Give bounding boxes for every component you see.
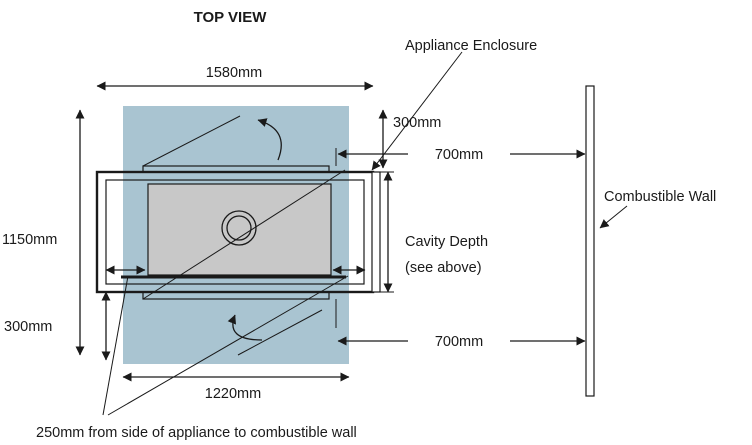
top-door-swing-line [142,115,241,167]
bottom-door-swing-line [237,309,323,356]
enclosure-right-wall [371,171,381,293]
enclosure-inner-line [105,179,365,285]
side-note-leader-left [102,275,129,416]
enclosure-leader-line [371,51,463,171]
wall-leader-line [599,205,628,229]
flue-outer-icon [221,210,257,246]
combustible-wall [585,85,595,397]
height-left-label: 1150mm [2,232,57,248]
cavity-depth-label: Cavity Depth [405,234,488,250]
wall-dist-top-label: 700mm [435,147,483,163]
top-door-swing-arrow [257,118,282,161]
enclosure-label: Appliance Enclosure [405,38,537,54]
side-note-leader-right [107,275,349,416]
wall-dist-bottom-label: 700mm [435,334,483,350]
width-top-label: 1580mm [206,65,262,81]
firebox [147,183,332,276]
clearance-bottom-label: 300mm [4,319,52,335]
diagram-title: TOP VIEW [194,9,268,26]
bottom-door-swing-arrow [227,314,263,341]
width-bottom-label: 1220mm [205,386,261,402]
side-note-label: 250mm from side of appliance to combusti… [36,425,357,441]
lower-diagonal-line [142,169,346,300]
see-above-label: (see above) [405,260,482,276]
flue-inner-icon [226,215,252,241]
combustible-wall-label: Combustible Wall [604,189,716,205]
clearance-top-label: 300mm [393,115,441,131]
